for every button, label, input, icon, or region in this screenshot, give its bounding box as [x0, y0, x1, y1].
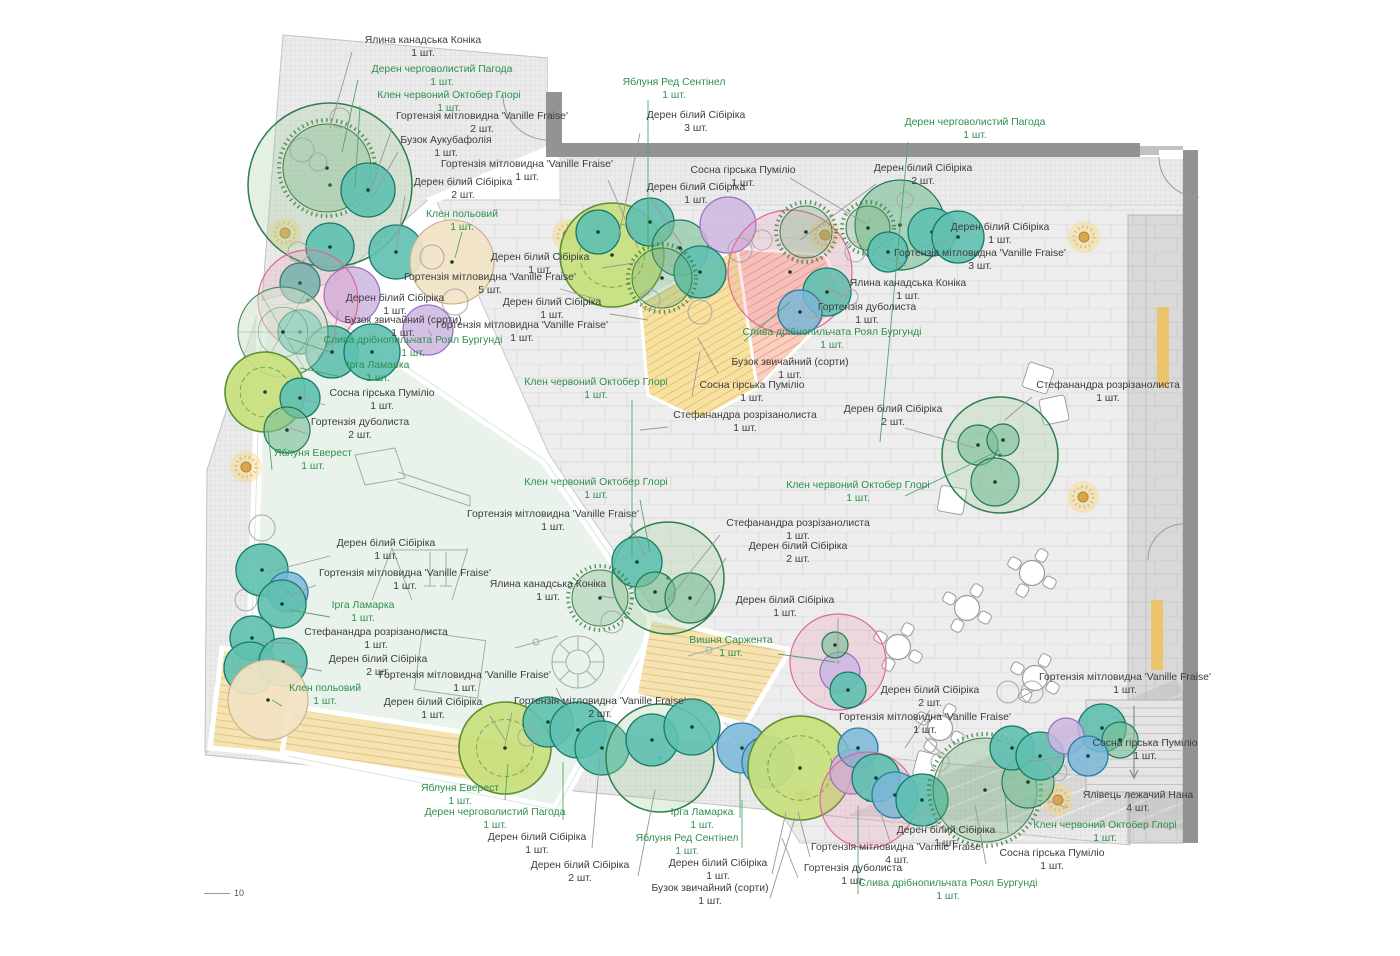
con-plant: [566, 564, 634, 632]
gry-plant: [844, 241, 866, 263]
gry-plant: [600, 610, 624, 634]
cafe-table: [915, 703, 965, 753]
gry-plant: [841, 288, 859, 306]
tan-plant: [409, 219, 495, 305]
gry-plant: [828, 277, 848, 297]
gry-plant: [727, 237, 753, 263]
tea-plant: [663, 698, 721, 756]
grn-plant: [1101, 721, 1139, 759]
grn-plant: [263, 406, 311, 454]
tea-plant: [931, 210, 985, 264]
scale-bar-line: [204, 892, 230, 894]
tea-plant: [368, 224, 424, 280]
lamp: [230, 451, 262, 483]
planter-pad: [936, 484, 968, 516]
lamp: [269, 217, 301, 249]
lamp: [1068, 221, 1100, 253]
gry-plant: [419, 244, 445, 270]
gry-plant: [639, 289, 661, 311]
scale-bar-value: 10: [234, 888, 245, 898]
tea-plant: [575, 209, 621, 255]
tea-plant: [305, 222, 355, 272]
lamp: [1067, 481, 1099, 513]
gry-plant: [248, 514, 276, 542]
tan-plant: [227, 659, 309, 741]
blu-plant: [777, 289, 823, 335]
tea-plant: [343, 323, 401, 381]
gry-plant: [289, 137, 315, 163]
planter-pad: [1038, 394, 1070, 426]
grn-plant: [821, 631, 849, 659]
con-plant: [626, 242, 698, 314]
tea-plant: [673, 245, 727, 299]
grn-plant: [664, 572, 716, 624]
gry-plant: [896, 191, 914, 209]
gry-plant: [441, 288, 469, 316]
gry-plant: [308, 152, 328, 172]
cafe-table: [1007, 548, 1057, 598]
gry-plant: [751, 229, 773, 251]
scale-bar: 10: [204, 888, 244, 898]
playground-equipment: [354, 447, 731, 699]
gry-plant: [921, 811, 939, 829]
gry-plant: [517, 727, 537, 747]
cafe-table: [942, 583, 992, 633]
grn-plant: [970, 457, 1020, 507]
gry-plant: [1048, 762, 1068, 782]
tea-plant: [829, 671, 867, 709]
tea-plant: [867, 231, 909, 273]
gry-plant: [930, 752, 950, 772]
gry-plant: [287, 241, 309, 263]
gry-plant: [996, 680, 1020, 704]
tea-plant: [257, 579, 307, 629]
gry-plant: [687, 299, 713, 325]
con-plant: [774, 200, 838, 264]
tea-plant: [340, 162, 396, 218]
tea-plant: [895, 773, 949, 827]
building-walls: [502, 18, 1200, 843]
tea-plant: [574, 720, 630, 776]
gry-plant: [802, 298, 822, 318]
leader-lines: [261, 51, 1069, 899]
blu-plant: [1067, 735, 1109, 777]
planter-pad: [1021, 361, 1055, 395]
gry-plant: [1020, 680, 1044, 704]
grn-plant: [986, 423, 1020, 457]
plants-layer: [223, 102, 1139, 849]
